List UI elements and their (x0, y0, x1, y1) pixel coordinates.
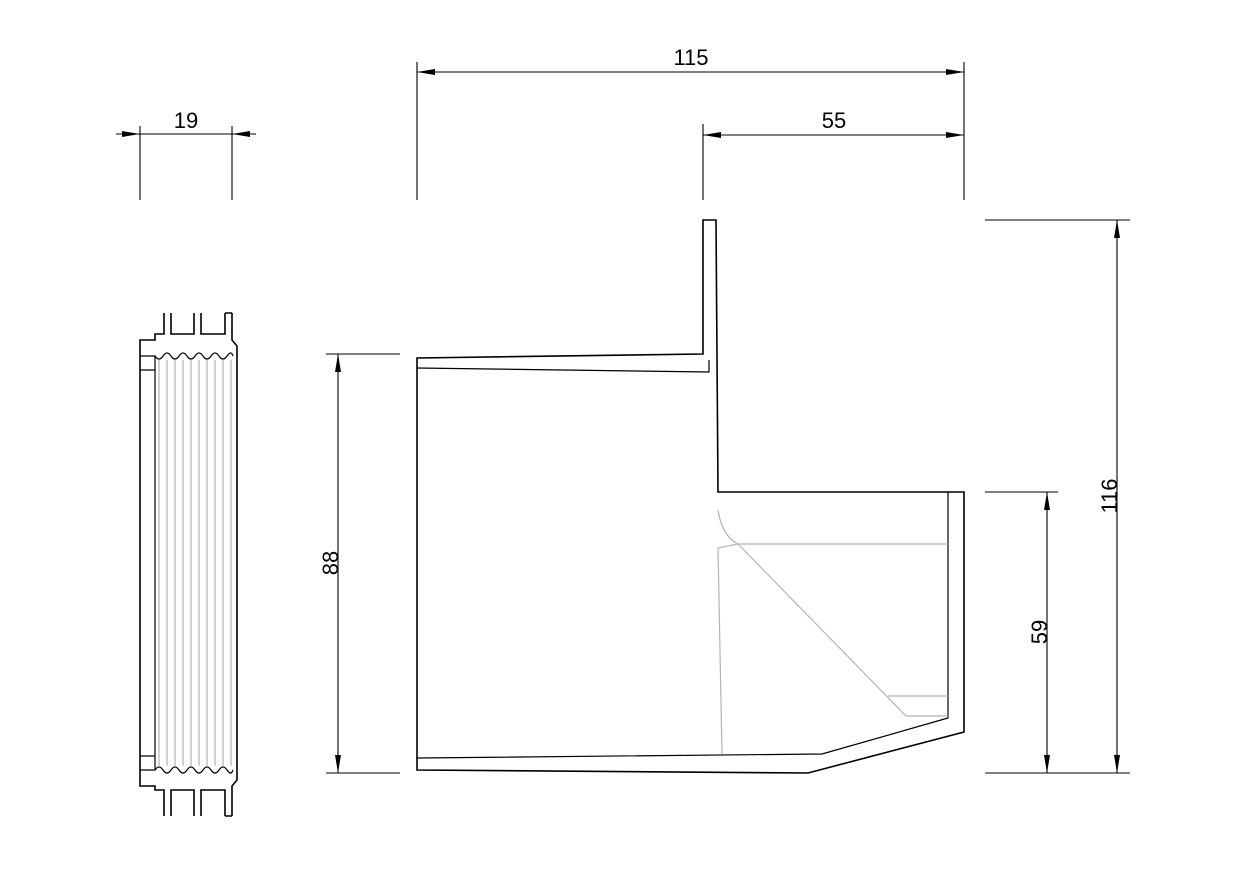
dim-outlet-height-label: 59 (1027, 620, 1052, 644)
dim-overall-height: 116 (985, 219, 1130, 773)
dim-outlet-height: 59 (985, 491, 1130, 774)
elbow-outline (416, 219, 965, 774)
elbow-inner-top (416, 360, 710, 373)
dim-outlet-width-label: 55 (822, 108, 846, 133)
side-profile-view (139, 312, 238, 817)
dim-profile-width: 19 (116, 108, 256, 200)
profile-outline (139, 312, 238, 817)
dim-overall-width: 115 (416, 45, 965, 200)
dim-inlet-height-label: 88 (318, 551, 343, 575)
elbow-hidden-lines (717, 509, 948, 755)
profile-inner-wall (140, 355, 156, 771)
dim-overall-width-label: 115 (673, 45, 708, 70)
profile-ribs (158, 360, 232, 766)
elbow-inner-bottom (416, 492, 949, 759)
front-view (416, 219, 965, 774)
dim-overall-height-label: 116 (1097, 478, 1122, 513)
profile-wave-bottom (154, 766, 234, 774)
dim-outlet-width: 55 (702, 108, 964, 200)
dim-inlet-height: 88 (318, 353, 400, 774)
profile-wave-top (154, 352, 234, 360)
dim-profile-width-label: 19 (174, 108, 198, 133)
